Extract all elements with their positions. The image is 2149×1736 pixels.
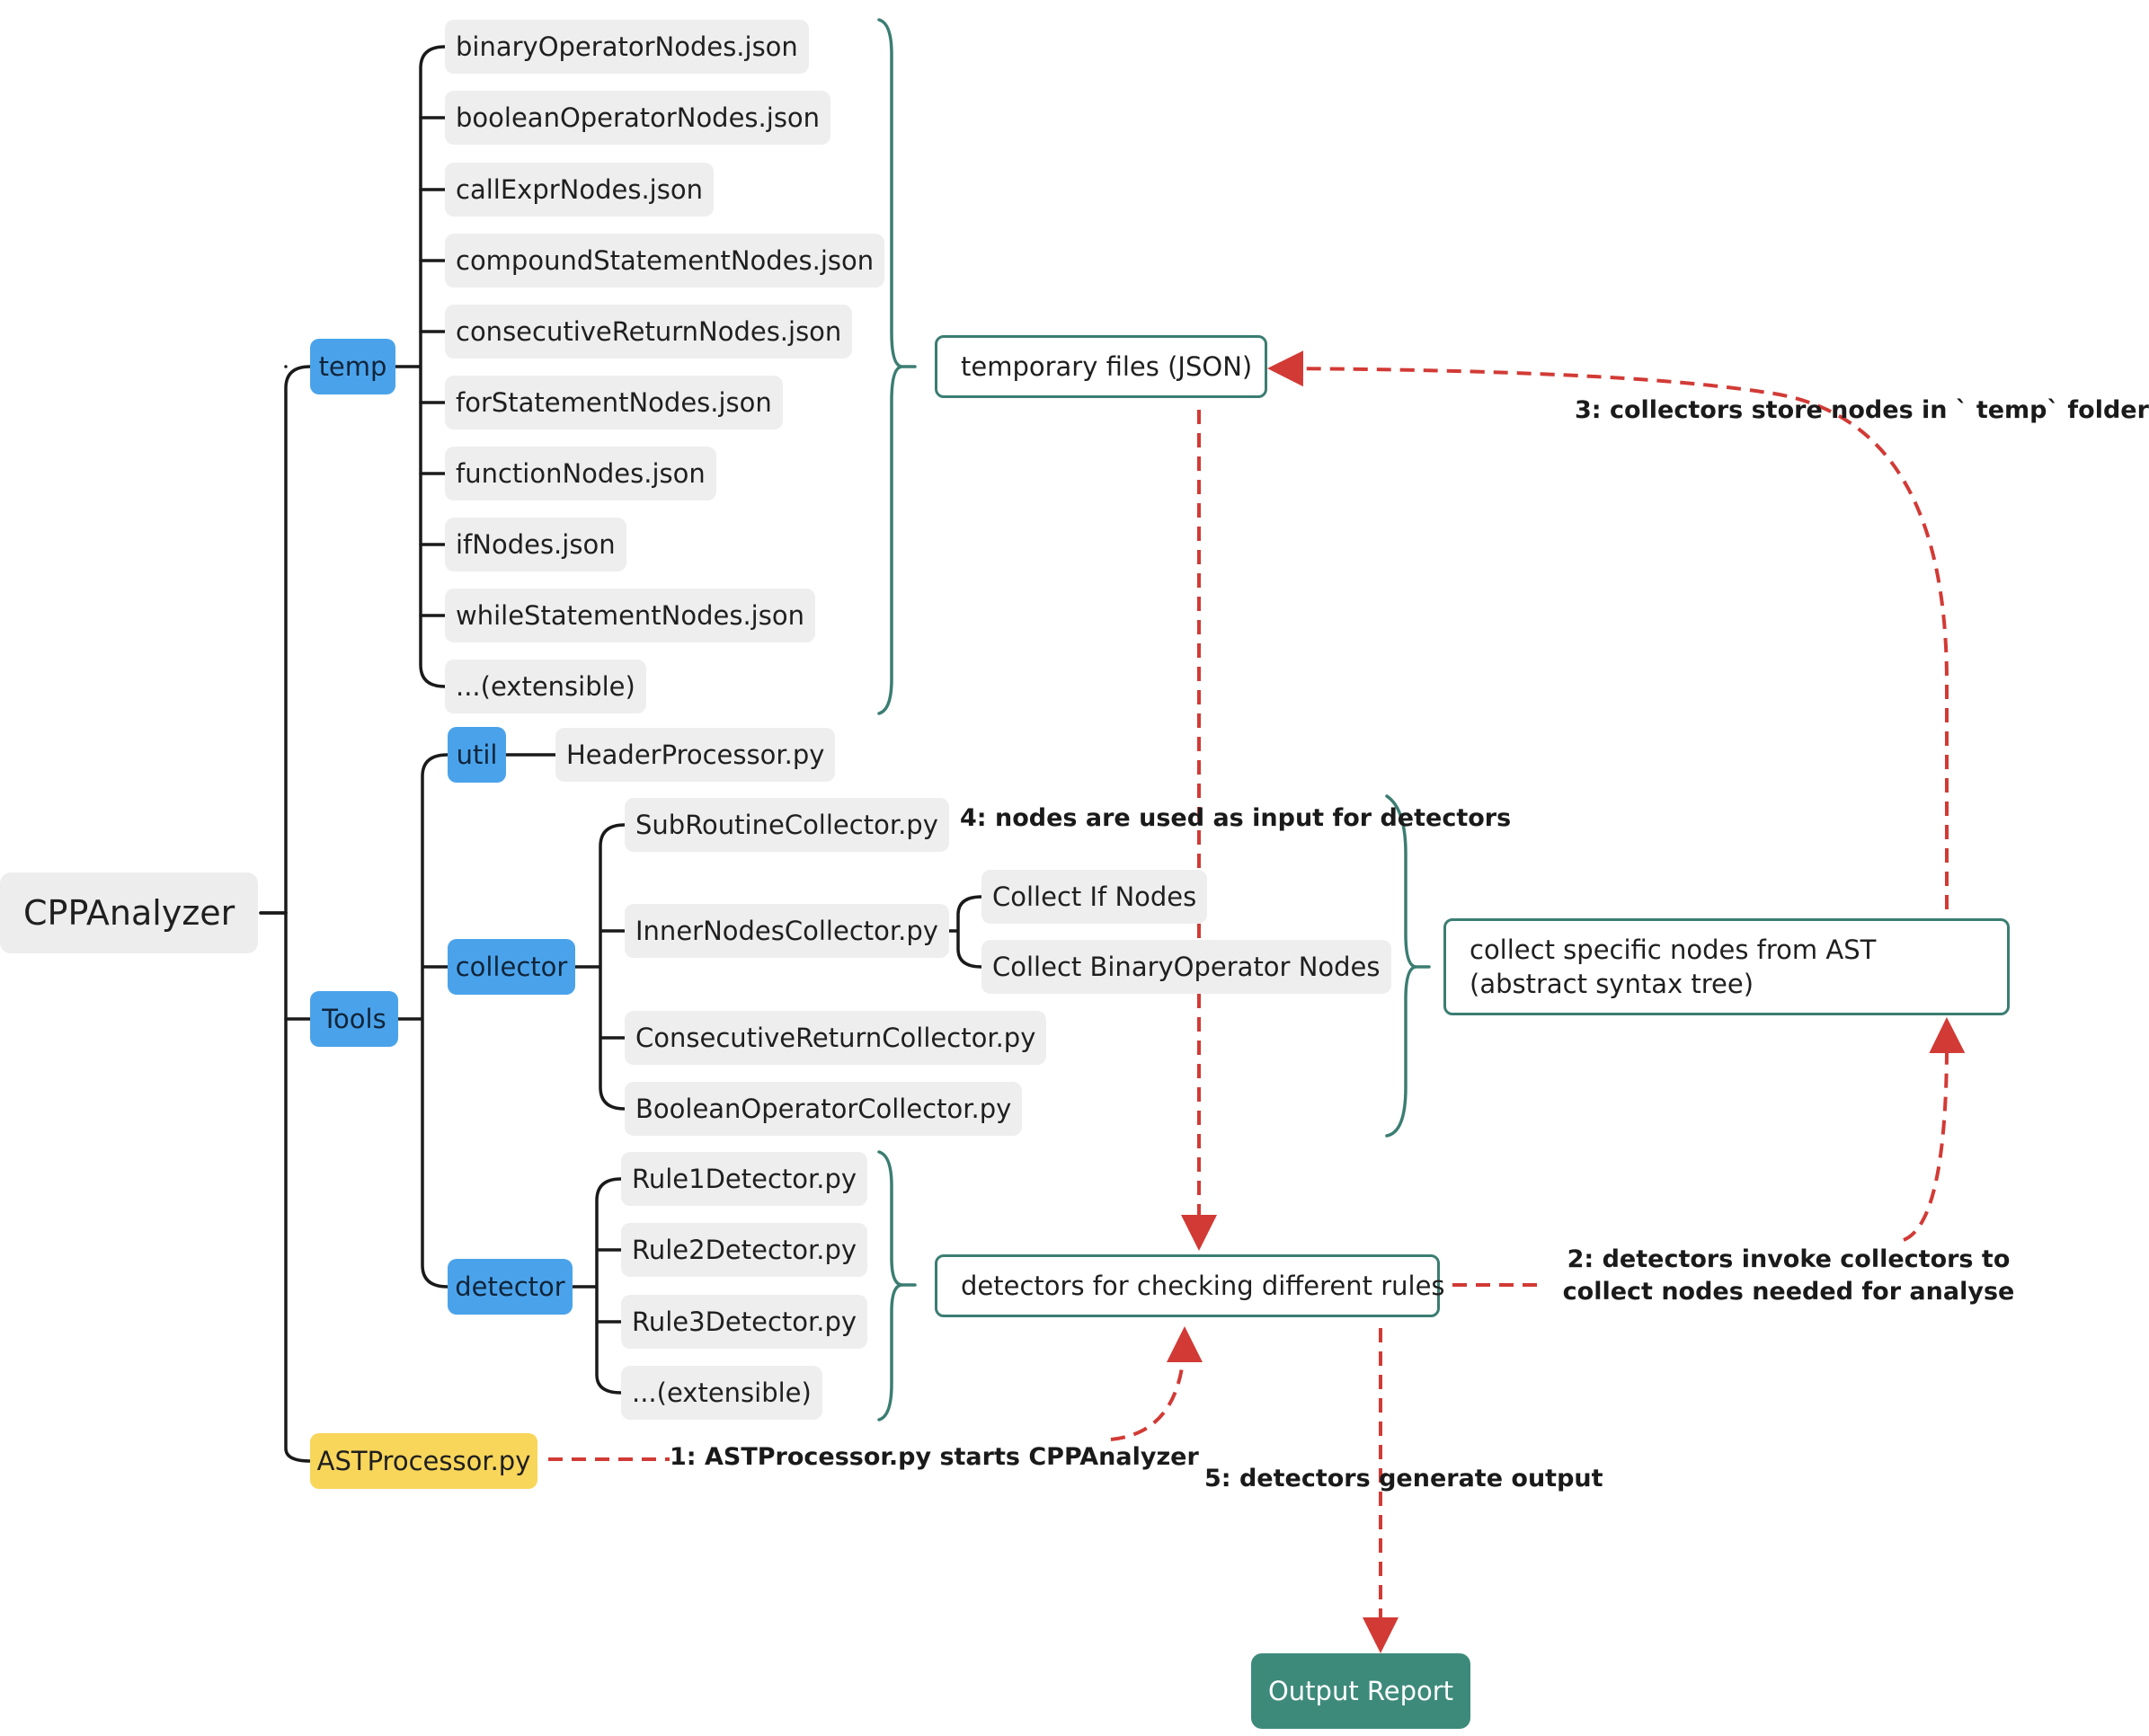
collector-file-0: SubRoutineCollector.py bbox=[625, 798, 949, 852]
arrow-step1 bbox=[548, 1333, 1185, 1461]
temp-file-9: ...(extensible) bbox=[445, 660, 646, 713]
output-report-node: Output Report bbox=[1251, 1653, 1470, 1729]
temp-file-1: booleanOperatorNodes.json bbox=[445, 91, 831, 145]
root-spine bbox=[284, 365, 312, 1463]
annotation-step1: 1: ASTProcessor.py starts CPPAnalyzer bbox=[670, 1443, 1199, 1471]
root-connector bbox=[259, 365, 288, 915]
annotation-step2: 2: detectors invoke collectors to collec… bbox=[1562, 1245, 2015, 1306]
detector-file-1: Rule2Detector.py bbox=[621, 1223, 868, 1277]
detector-summary-box: detectors for checking different rules bbox=[935, 1254, 1445, 1317]
temp-branches bbox=[419, 116, 447, 617]
temp-file-6: functionNodes.json bbox=[445, 447, 716, 500]
arrow-step3 bbox=[1267, 350, 1949, 909]
temp-brace bbox=[877, 18, 917, 715]
detector-file-3: ...(extensible) bbox=[621, 1366, 822, 1420]
temp-summary-box: temporary files (JSON) bbox=[935, 335, 1267, 398]
temp-spine bbox=[394, 45, 447, 688]
collector-spine bbox=[573, 823, 626, 1111]
detector-folder-node: detector bbox=[448, 1259, 573, 1315]
collector-summary-box: collect specific nodes from AST (abstrac… bbox=[1443, 918, 2010, 1015]
collector-file-3: BooleanOperatorCollector.py bbox=[625, 1082, 1023, 1136]
detector-file-0: Rule1Detector.py bbox=[621, 1152, 868, 1206]
annotation-step3: 3: collectors store nodes in ` temp` fol… bbox=[1575, 396, 2149, 424]
inner-child-1: Collect BinaryOperator Nodes bbox=[981, 940, 1391, 994]
detector-brace bbox=[877, 1150, 917, 1422]
detector-file-2: Rule3Detector.py bbox=[621, 1295, 868, 1349]
inner-child-0: Collect If Nodes bbox=[981, 870, 1208, 924]
detector-spine bbox=[571, 1177, 623, 1395]
temp-file-8: whileStatementNodes.json bbox=[445, 589, 815, 642]
collector-folder-node: collector bbox=[448, 939, 575, 995]
collector-file-1: InnerNodesCollector.py bbox=[625, 904, 949, 958]
temp-file-2: callExprNodes.json bbox=[445, 163, 714, 217]
temp-file-7: ifNodes.json bbox=[445, 518, 626, 571]
temp-file-4: consecutiveReturnNodes.json bbox=[445, 305, 853, 359]
root-node-cppanalyzer: CPPAnalyzer bbox=[0, 872, 259, 953]
temp-file-3: compoundStatementNodes.json bbox=[445, 234, 885, 288]
temp-file-5: forStatementNodes.json bbox=[445, 376, 783, 430]
annotation-step5: 5: detectors generate output bbox=[1204, 1465, 1603, 1492]
tools-folder-node: Tools bbox=[310, 991, 398, 1047]
ast-processor-node: ASTProcessor.py bbox=[310, 1433, 537, 1489]
tools-spine bbox=[396, 753, 449, 1289]
util-file-0: HeaderProcessor.py bbox=[555, 728, 836, 782]
collector-file-2: ConsecutiveReturnCollector.py bbox=[625, 1011, 1047, 1065]
temp-file-0: binaryOperatorNodes.json bbox=[445, 20, 809, 74]
annotation-step4: 4: nodes are used as input for detectors bbox=[960, 804, 1512, 832]
arrow-step2 bbox=[1452, 1024, 1947, 1287]
collector-brace bbox=[1385, 794, 1431, 1138]
util-folder-node: util bbox=[448, 727, 506, 783]
temp-folder-node: temp bbox=[310, 339, 395, 394]
